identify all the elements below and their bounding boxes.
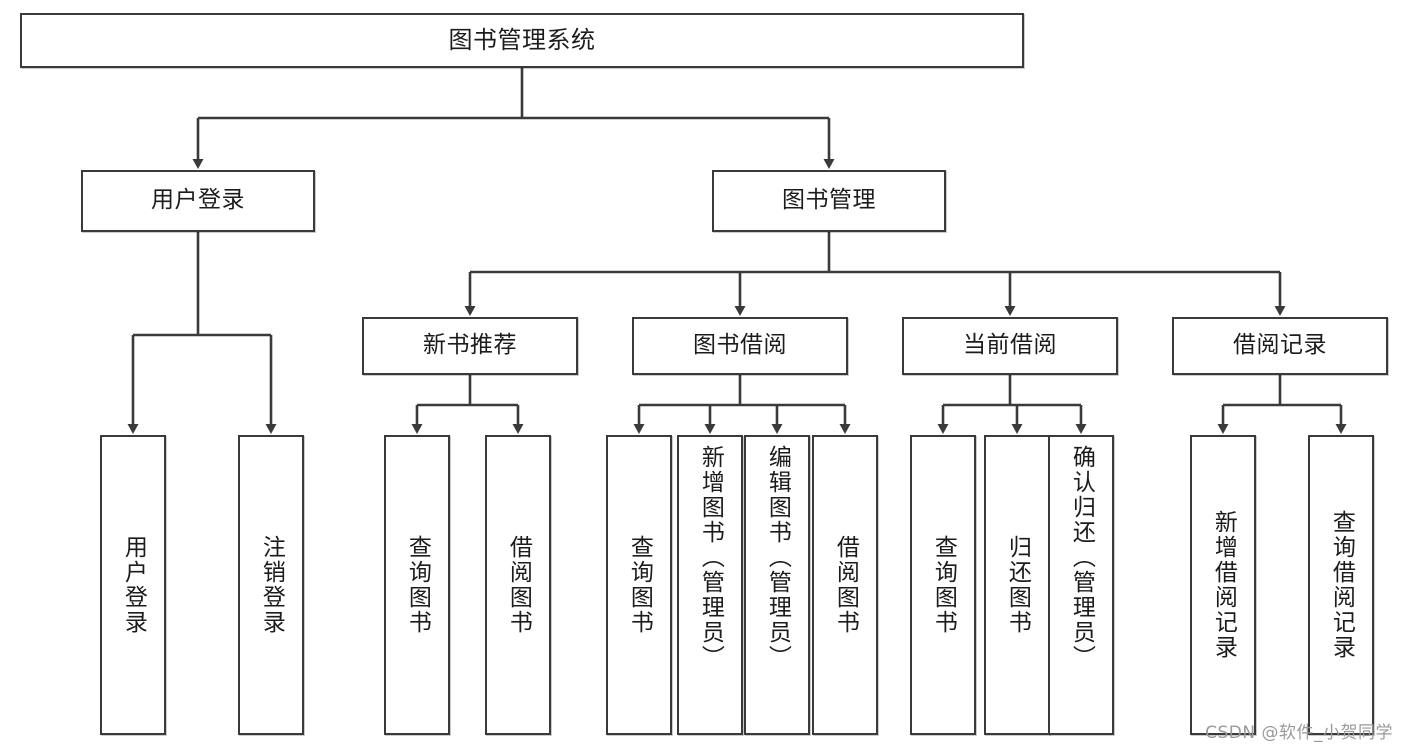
watermark: CSDN @软件_小贺同学 <box>1205 723 1393 743</box>
node-root[interactable]: 图书管理系统 <box>20 13 1024 68</box>
node-level3-0[interactable]: 新书推荐 <box>362 317 578 375</box>
node-level3-2[interactable]: 当前借阅 <box>902 317 1118 375</box>
node-leaf-1[interactable]: 注销登录 <box>238 435 304 735</box>
node-level2-0[interactable]: 用户登录 <box>81 170 315 232</box>
node-leaf-10[interactable]: 确认归还（管理员） <box>1048 435 1114 735</box>
node-leaf-4-label: 查询图书 <box>626 535 653 635</box>
node-level2-1-label: 图书管理 <box>782 187 876 214</box>
node-leaf-2-label: 查询图书 <box>404 535 431 635</box>
node-level3-2-label: 当前借阅 <box>963 332 1057 359</box>
node-level3-3[interactable]: 借阅记录 <box>1172 317 1388 375</box>
node-leaf-0-label: 用户登录 <box>120 535 147 635</box>
node-leaf-4[interactable]: 查询图书 <box>606 435 672 735</box>
node-leaf-0[interactable]: 用户登录 <box>100 435 166 735</box>
node-level3-0-label: 新书推荐 <box>423 332 517 359</box>
node-level3-1[interactable]: 图书借阅 <box>632 317 848 375</box>
node-leaf-1-label: 注销登录 <box>258 535 285 635</box>
node-leaf-7-label: 借阅图书 <box>832 535 859 635</box>
node-leaf-2[interactable]: 查询图书 <box>384 435 450 735</box>
node-leaf-6-label: 编辑图书（管理员） <box>764 445 791 670</box>
node-level3-1-label: 图书借阅 <box>693 332 787 359</box>
node-leaf-7[interactable]: 借阅图书 <box>812 435 878 735</box>
node-level3-3-label: 借阅记录 <box>1233 332 1327 359</box>
node-leaf-9-label: 归还图书 <box>1004 535 1031 635</box>
node-leaf-11[interactable]: 新增借阅记录 <box>1190 435 1256 735</box>
node-leaf-11-label: 新增借阅记录 <box>1210 510 1237 660</box>
node-leaf-5-label: 新增图书（管理员） <box>697 445 724 670</box>
node-level2-0-label: 用户登录 <box>151 187 245 214</box>
node-root-label: 图书管理系统 <box>448 26 596 55</box>
node-leaf-5[interactable]: 新增图书（管理员） <box>677 435 743 735</box>
node-leaf-12-label: 查询借阅记录 <box>1328 510 1355 660</box>
node-leaf-10-label: 确认归还（管理员） <box>1068 445 1095 670</box>
node-leaf-9[interactable]: 归还图书 <box>984 435 1050 735</box>
node-level2-1[interactable]: 图书管理 <box>712 170 946 232</box>
node-leaf-6[interactable]: 编辑图书（管理员） <box>744 435 810 735</box>
node-leaf-3[interactable]: 借阅图书 <box>485 435 551 735</box>
node-leaf-3-label: 借阅图书 <box>505 535 532 635</box>
node-leaf-8[interactable]: 查询图书 <box>910 435 976 735</box>
node-leaf-8-label: 查询图书 <box>930 535 957 635</box>
node-leaf-12[interactable]: 查询借阅记录 <box>1308 435 1374 735</box>
